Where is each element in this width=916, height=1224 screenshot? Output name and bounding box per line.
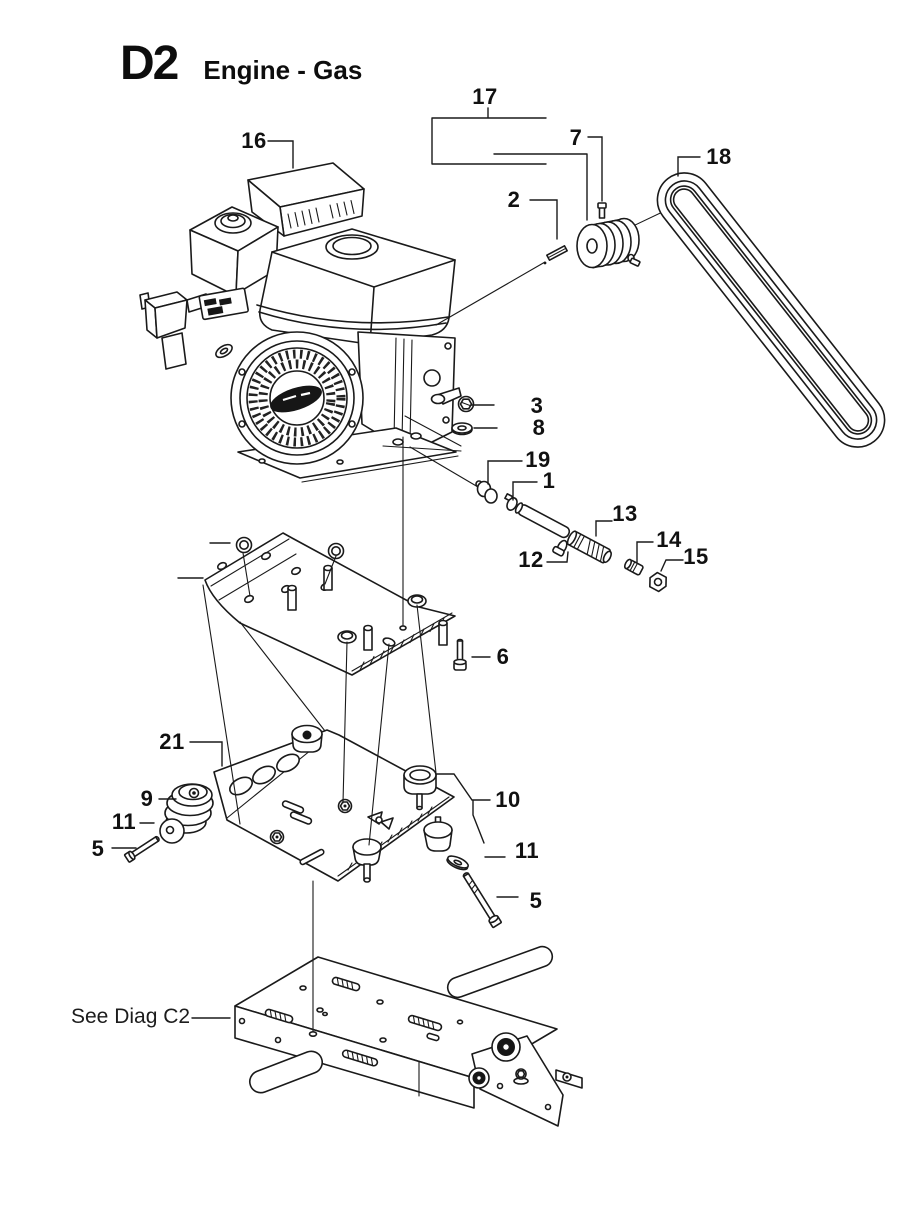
alignment-lines	[202, 415, 479, 1032]
callout-16: 16	[241, 128, 267, 153]
rubber-mount-10-upper	[403, 765, 437, 811]
pulley	[576, 217, 640, 269]
washer-11-right	[446, 855, 469, 871]
bracket-bolt	[513, 1068, 529, 1085]
see-diag-note: See Diag C2	[71, 1005, 191, 1028]
callout-14: 14	[656, 527, 682, 552]
flange-nut	[337, 630, 357, 644]
callout-12: 12	[518, 547, 544, 572]
callout-11: 11	[514, 838, 540, 863]
callout-17: 17	[472, 84, 498, 109]
key	[543, 245, 568, 265]
handle-tube-lower	[248, 1050, 324, 1094]
intake-horn	[139, 291, 209, 370]
callout-leaders	[111, 107, 701, 1019]
rubber-mount-9	[164, 783, 214, 834]
idler-roller-large	[491, 1032, 521, 1062]
idler-bracket	[468, 1032, 583, 1127]
callout-3: 3	[530, 393, 544, 418]
callout-9: 9	[140, 786, 154, 811]
bolt-6	[453, 638, 467, 671]
fitting-14	[623, 558, 644, 576]
diagram-title: Engine - Gas	[203, 55, 363, 85]
fuel-tank	[256, 228, 456, 345]
rubber-mount-installed	[291, 724, 323, 753]
flange-nut-3	[457, 395, 475, 413]
callout-1: 1	[542, 468, 556, 493]
callout-6: 6	[496, 644, 510, 669]
callout-10: 10	[495, 787, 521, 812]
callout-7: 7	[569, 125, 583, 150]
carriage-bolt	[337, 798, 353, 814]
callout-5: 5	[91, 836, 105, 861]
pulley-bolt	[597, 202, 607, 219]
rubber-mount-lower	[352, 838, 382, 883]
bolt-5-right	[462, 872, 502, 929]
nut-15	[649, 571, 667, 593]
callout-18: 18	[706, 144, 732, 169]
control-panel	[198, 287, 249, 321]
stud	[287, 584, 297, 611]
stud	[363, 624, 373, 651]
stud	[438, 619, 448, 646]
hose-clamp-12	[552, 539, 568, 557]
bolt-5-left	[123, 835, 160, 863]
callout-5: 5	[529, 888, 543, 913]
callout-11: 11	[111, 809, 137, 834]
lower-mount-plate	[213, 724, 455, 883]
oil-filler-tank	[189, 206, 279, 297]
callout-13: 13	[612, 501, 638, 526]
base-plate	[234, 945, 558, 1109]
flange-nut	[407, 594, 427, 608]
v-belt	[656, 172, 886, 448]
flange-bolt	[235, 536, 253, 554]
idler-roller-small	[468, 1067, 490, 1089]
callout-19: 19	[525, 447, 551, 472]
flange-bolt	[327, 542, 345, 560]
starter-grip	[215, 343, 233, 359]
callout-21: 21	[159, 729, 185, 754]
elbow-fitting-19	[475, 480, 498, 504]
recoil-starter	[215, 331, 364, 465]
washer-8	[451, 422, 473, 436]
washer-11-left	[159, 818, 185, 844]
diagram-code: D2	[120, 37, 179, 90]
fuel-valve-assembly	[475, 480, 667, 593]
set-screw	[627, 253, 641, 267]
rubber-mount-10-lower	[423, 816, 453, 852]
air-cleaner	[247, 162, 365, 237]
callout-15: 15	[683, 544, 709, 569]
callout-2: 2	[507, 187, 521, 212]
engine-assembly	[139, 162, 462, 483]
carriage-bolt	[269, 829, 285, 845]
stud	[323, 564, 333, 591]
engine-block	[357, 331, 462, 449]
page-title: D2 Engine - Gas	[120, 36, 362, 91]
upper-mount-plate	[204, 532, 456, 676]
fuel-valve-13	[566, 530, 612, 564]
hose-clamp-1	[504, 493, 518, 511]
fuel-hose	[514, 502, 571, 539]
callout-8: 8	[532, 415, 546, 440]
wing-clip	[367, 811, 394, 830]
handle-tube-upper	[446, 945, 554, 999]
